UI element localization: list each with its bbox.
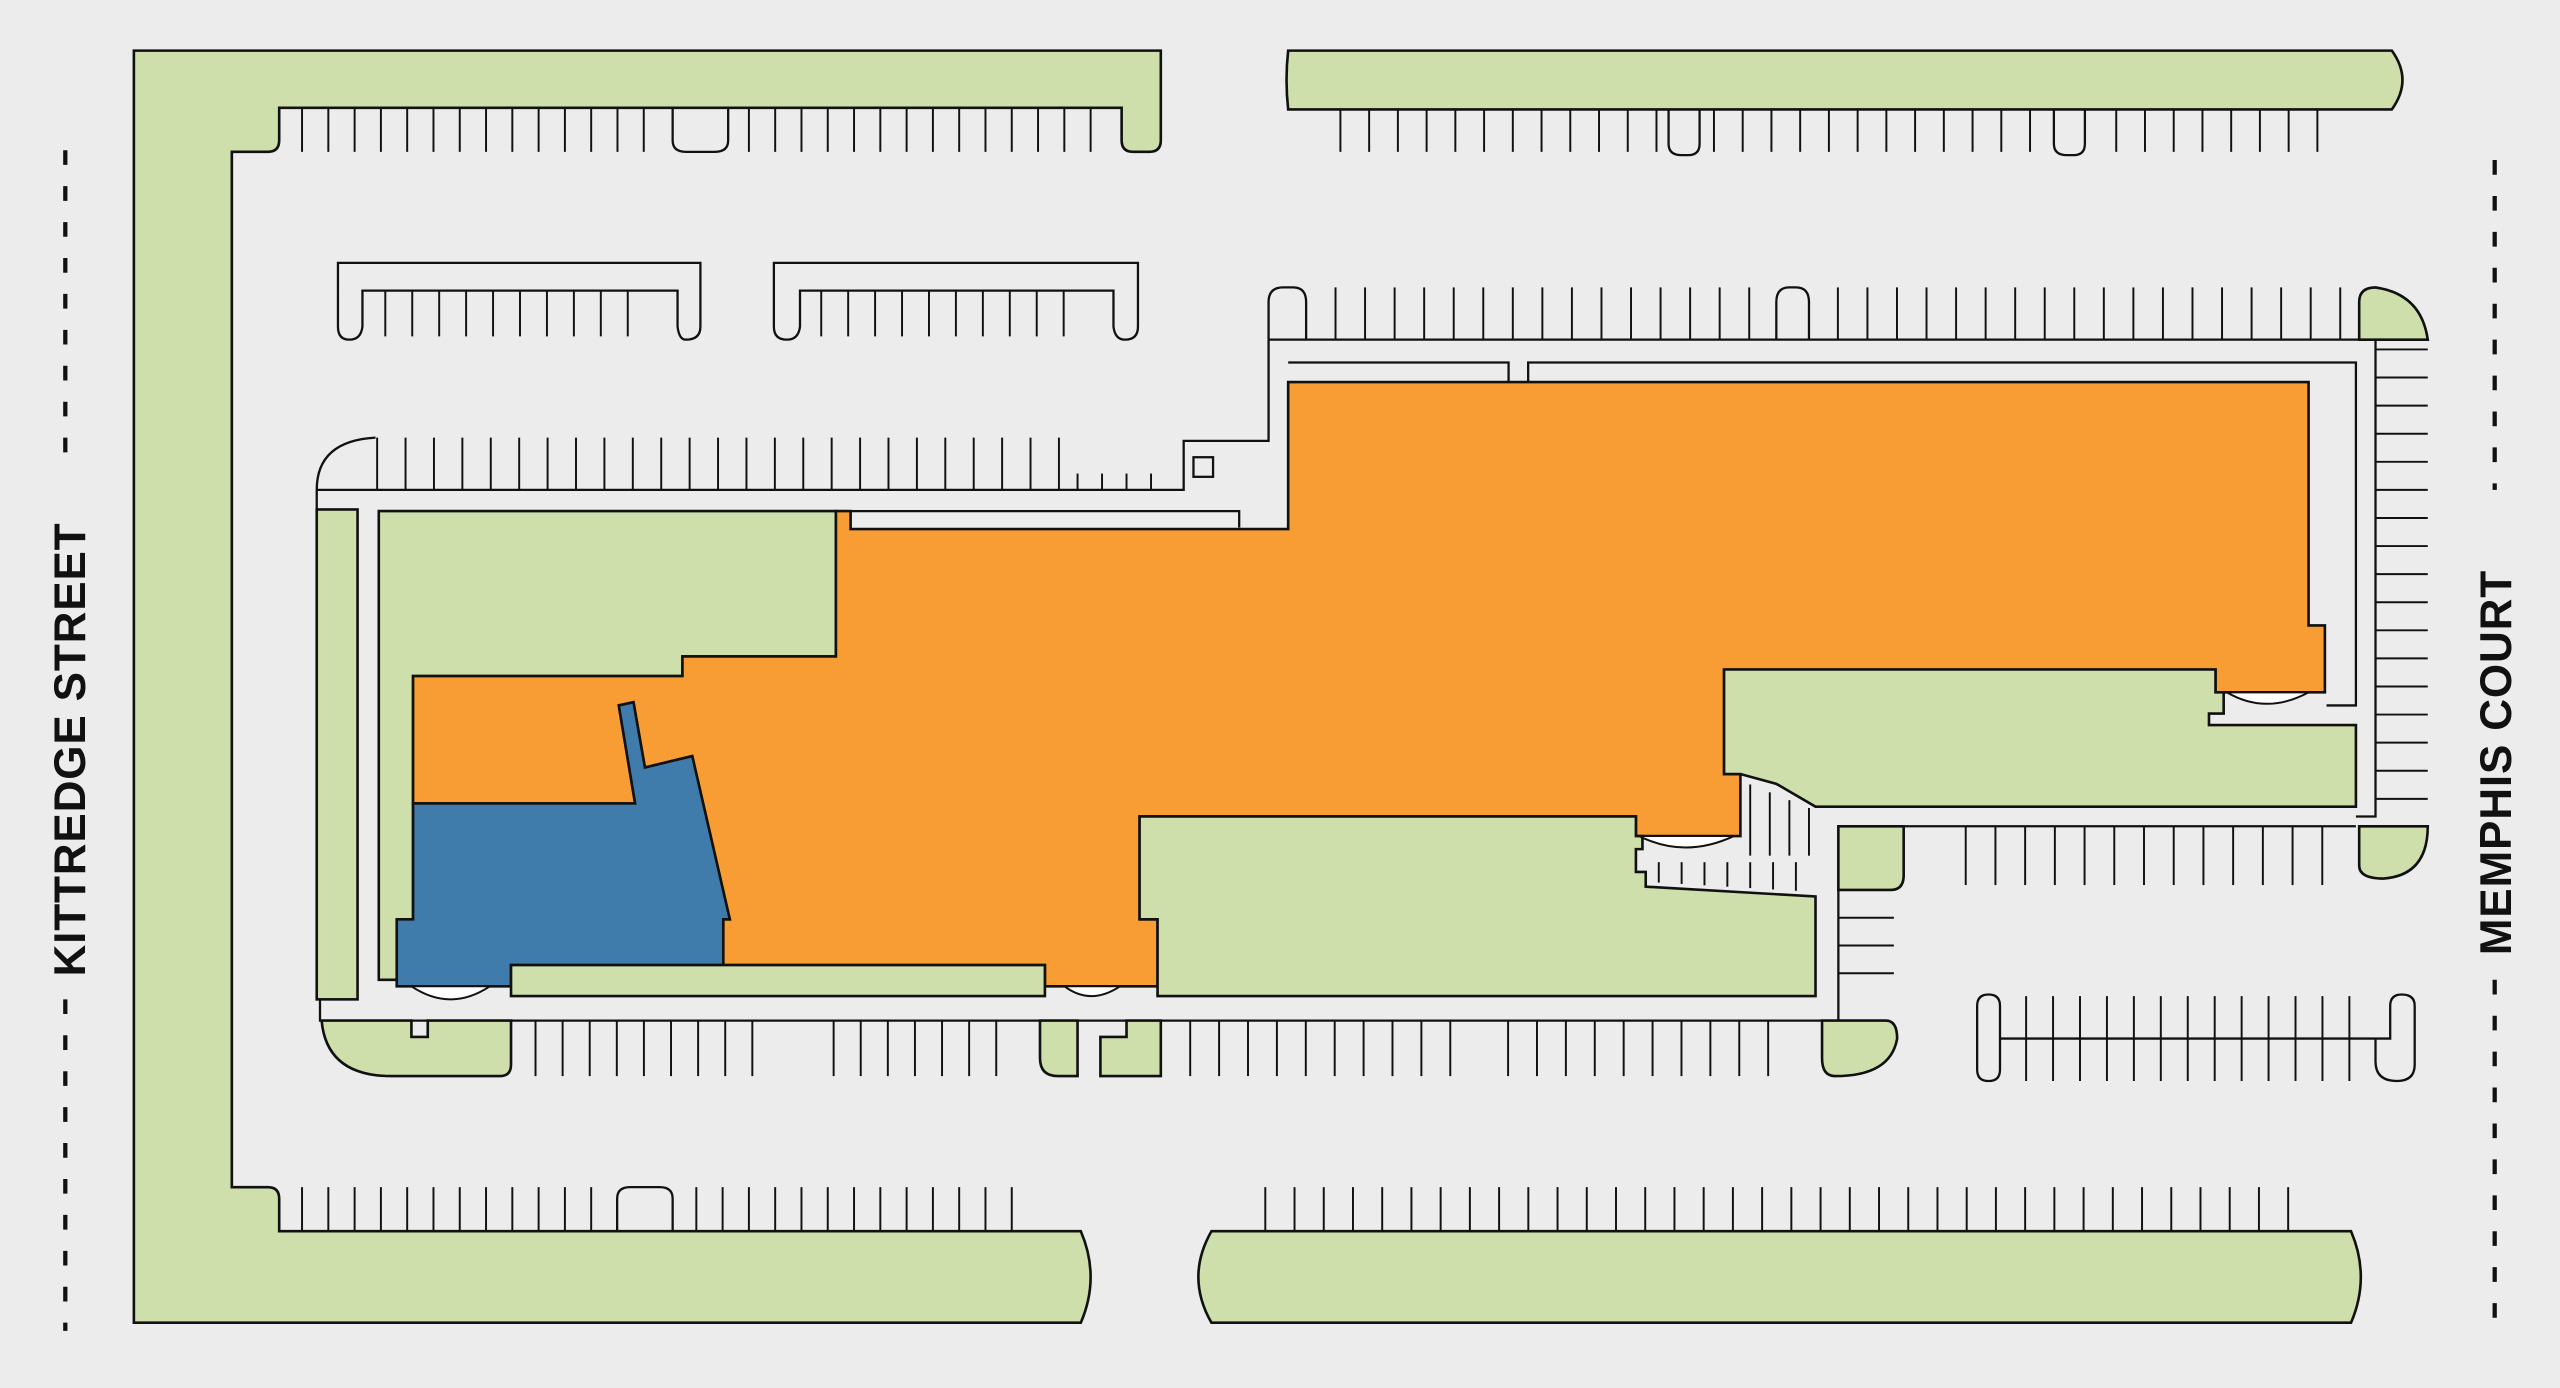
- landscape-bottom-right: [1197, 1229, 2363, 1324]
- street-label-west: KITTREDGE STREET: [46, 523, 95, 977]
- parking-island-bottom-left: [616, 1186, 674, 1232]
- landscape-west-border: [132, 49, 1163, 1324]
- landscape-west-strip: [315, 508, 359, 1001]
- highlighted-tenant-space: [395, 700, 732, 988]
- parking-row-top-right: [1339, 109, 2319, 152]
- parking-row-east: [2375, 348, 2428, 800]
- landscape-corner-sw: [320, 1019, 513, 1078]
- utility-box: [1192, 456, 1215, 478]
- parking-island-top-right-a: [1667, 109, 1701, 157]
- parking-row-bottom-right: [1264, 1187, 2290, 1232]
- parking-island-top-left: [671, 107, 730, 154]
- entrance-canopy-3: [1638, 835, 1735, 849]
- street-label-east: MEMPHIS COURT: [2472, 570, 2521, 955]
- landscape-corner-s-mid2: [1099, 1019, 1163, 1078]
- parking-row-southeast: [1964, 826, 2324, 886]
- loading-dock-stalls: [1657, 784, 1810, 891]
- entrance-canopy-2: [1061, 985, 1124, 998]
- parking-row-top-left: [301, 107, 1092, 152]
- landscape-corner-se2: [2357, 824, 2430, 880]
- landscape-south-front: [509, 963, 1047, 998]
- landscape-top-right: [1285, 49, 2404, 111]
- parking-row-south: [534, 1020, 1770, 1077]
- parking-row-small-2: [820, 290, 1065, 337]
- entrance-canopy-4: [2223, 691, 2310, 705]
- parking-island-top-right-b: [2052, 109, 2087, 157]
- parking-row-east-inner: [1838, 916, 1894, 975]
- parking-row-small-1: [384, 290, 629, 337]
- parking-island-building-top: [1775, 286, 1811, 340]
- parking-row-frame-1: [336, 261, 702, 341]
- service-corridor: [835, 361, 2358, 707]
- landscape-east-courtyard: [1722, 668, 2358, 808]
- parking-row-double: [2025, 996, 2351, 1082]
- parking-row-west-wing-base: [316, 339, 1270, 492]
- landscape-island-e: [1837, 824, 1905, 892]
- parking-row-west-wing: [376, 437, 1152, 490]
- landscape-corner-s-mid: [1038, 1019, 1079, 1078]
- landscape-corner-se: [1820, 1019, 1899, 1078]
- entrance-canopy-1: [408, 985, 494, 1001]
- landscape-corner-ne: [2357, 286, 2430, 341]
- parking-row-bottom-left: [301, 1187, 1013, 1232]
- parking-row-building-top: [1334, 287, 2342, 340]
- parking-island-double: [1976, 993, 2416, 1083]
- parking-row-frame-2: [772, 261, 1140, 341]
